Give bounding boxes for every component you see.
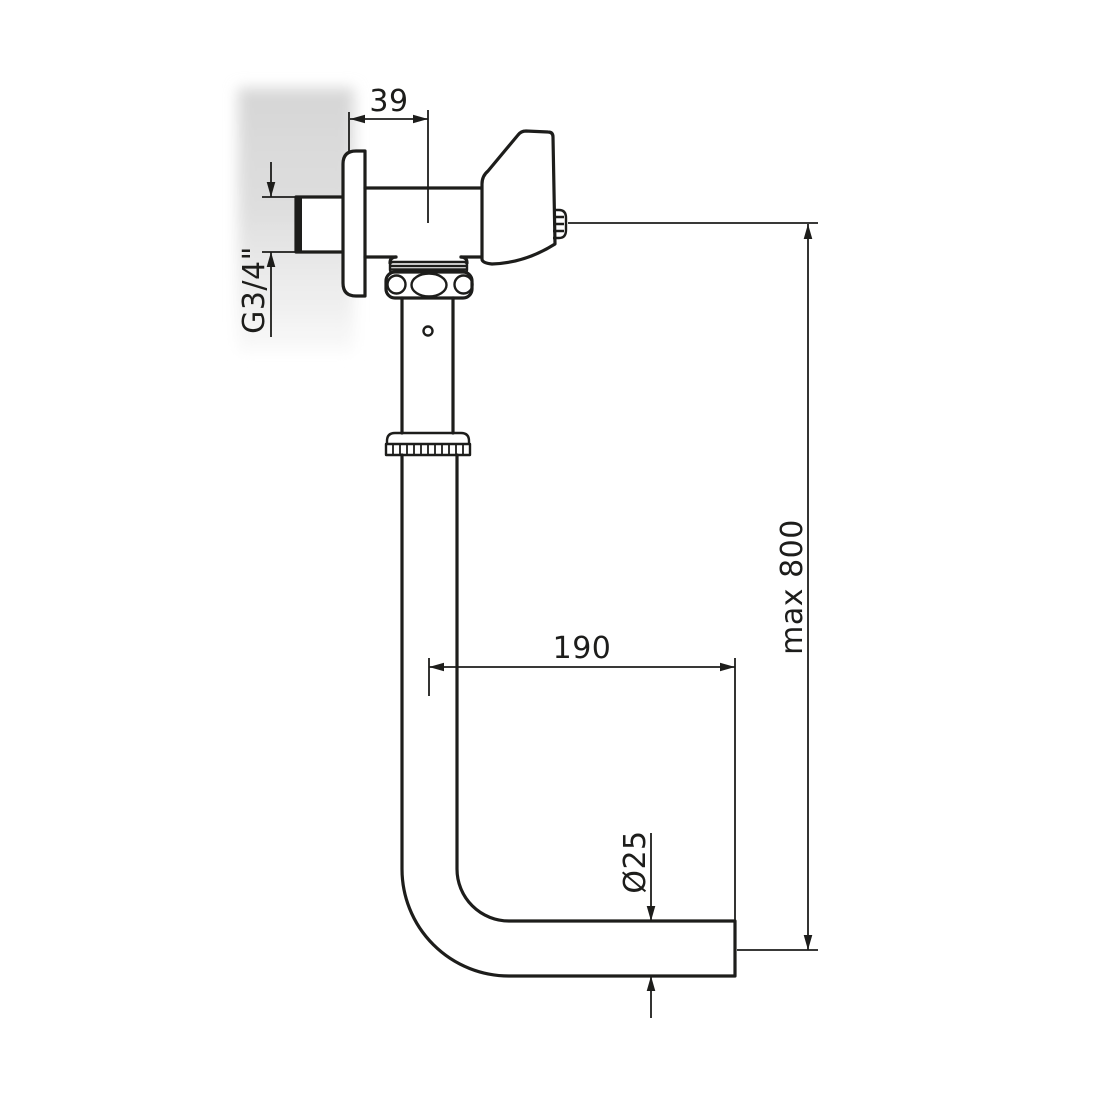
- dimension-height-label: max 800: [775, 519, 810, 655]
- nut-left-bolt: [386, 274, 407, 295]
- dimension-190: 190: [428, 631, 736, 921]
- nut-center-boss: [410, 272, 448, 298]
- coupling-nut: [384, 270, 474, 300]
- dimension-diameter: Ø25: [618, 830, 656, 1018]
- arrowhead-down: [803, 935, 813, 950]
- knurled-coupling: [384, 431, 472, 457]
- dimension-190-label: 190: [553, 631, 612, 666]
- arrowhead-right: [413, 114, 428, 124]
- arrowhead-up: [646, 976, 656, 991]
- dimension-39-label: 39: [369, 84, 408, 119]
- valve-body: [363, 186, 484, 265]
- outlet-connector: [553, 208, 568, 240]
- push-button-head: [480, 129, 557, 266]
- arrowhead-left: [429, 662, 444, 672]
- arrowhead-down: [266, 182, 276, 197]
- nut-right-bolt: [453, 274, 474, 295]
- dimension-height: max 800: [568, 222, 818, 951]
- set-screw-hole: [422, 325, 434, 337]
- wall-pipe-stub: [294, 195, 350, 254]
- arrowhead-up: [803, 224, 813, 239]
- arrowhead-down: [646, 906, 656, 921]
- dimension-diameter-label: Ø25: [618, 830, 653, 893]
- flush-pipe-upper: [400, 296, 455, 435]
- flush-pipe-elbow: [400, 453, 737, 978]
- dimension-thread: G3/4": [237, 162, 296, 337]
- arrowhead-right: [720, 662, 735, 672]
- arrowhead-up: [266, 252, 276, 267]
- arrowhead-left: [350, 114, 365, 124]
- wall-flange: [341, 149, 367, 298]
- dimension-39: 39: [348, 84, 429, 223]
- dimension-thread-label: G3/4": [237, 246, 272, 334]
